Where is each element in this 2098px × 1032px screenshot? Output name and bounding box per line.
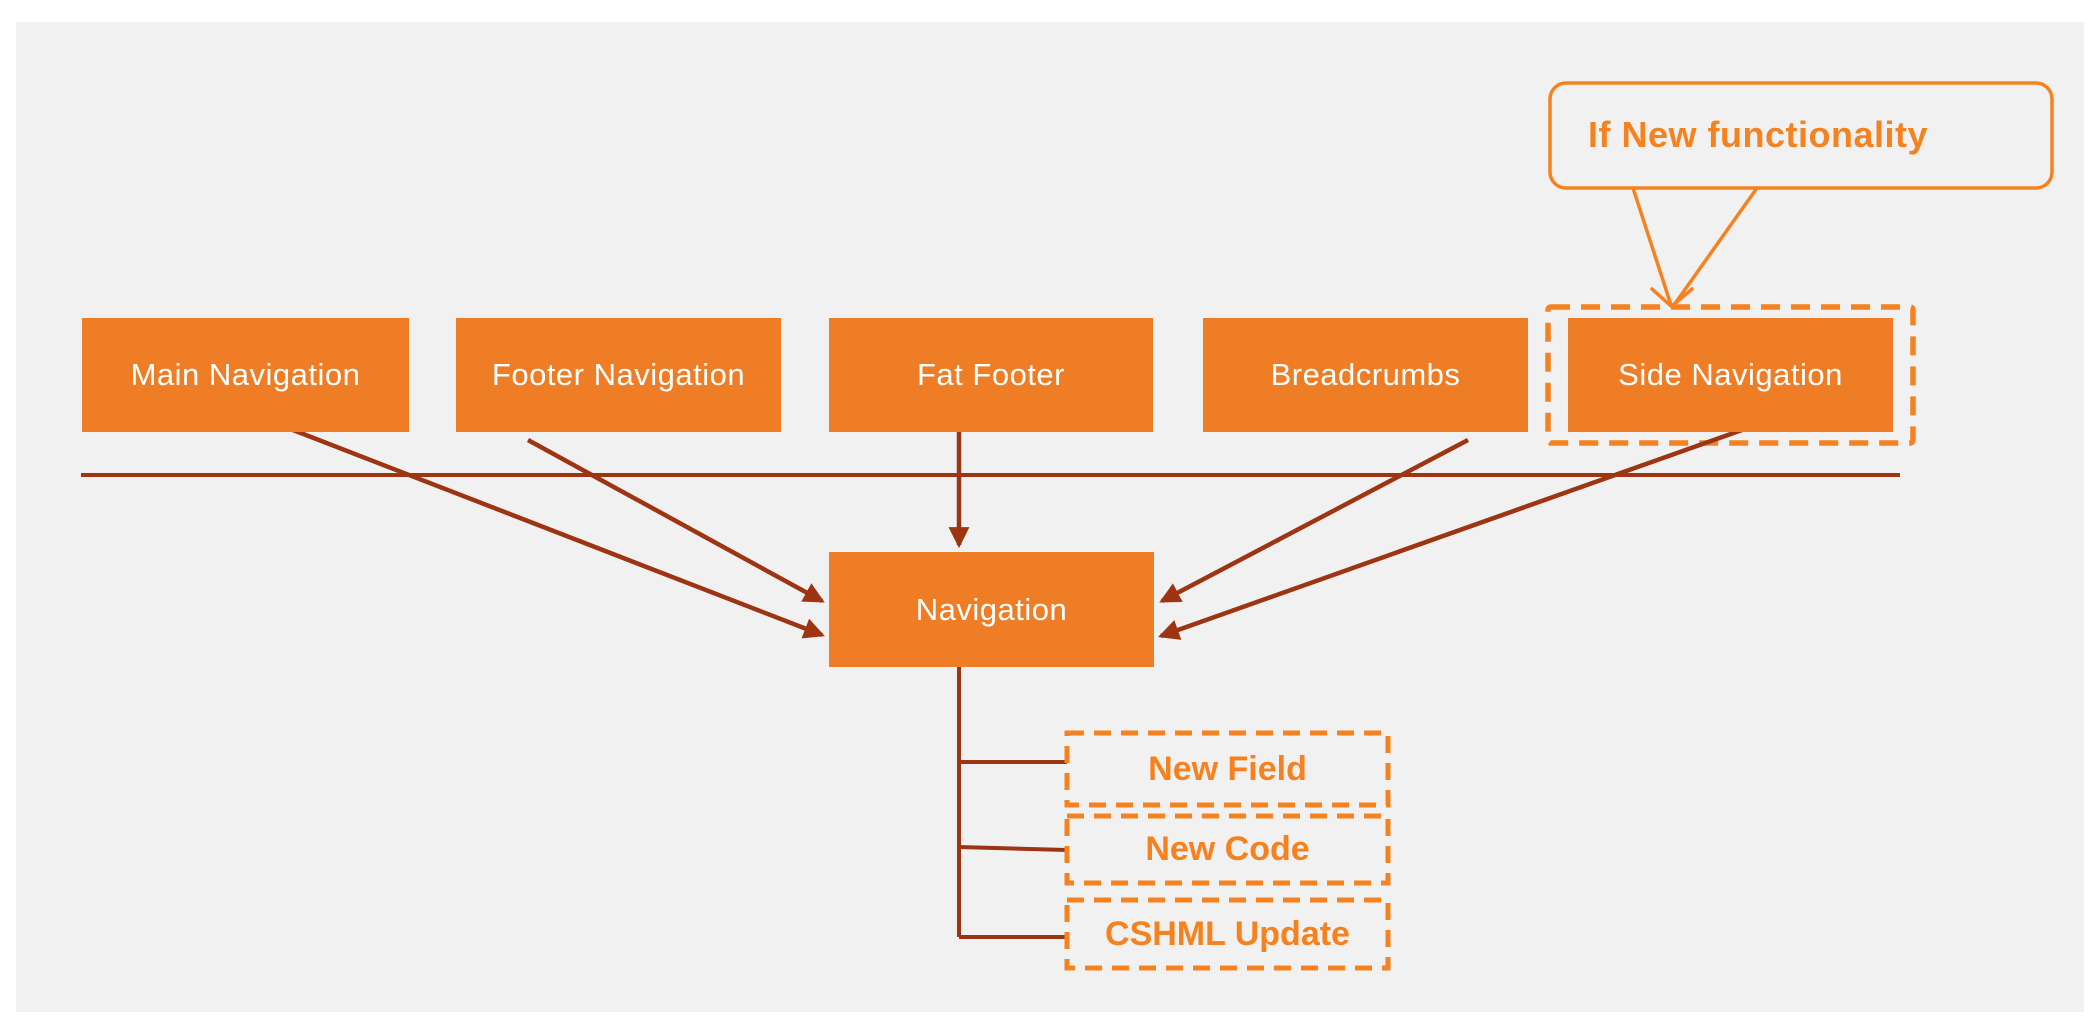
- box-footer-navigation[interactable]: Footer Navigation: [456, 318, 781, 432]
- connector-new-code: [958, 845, 1068, 852]
- box-side-navigation[interactable]: Side Navigation: [1568, 318, 1893, 432]
- child-new-code[interactable]: New Code: [1145, 830, 1310, 868]
- callout-tail: [1631, 186, 1759, 308]
- new-field-dashed-outline[interactable]: [1064, 730, 1391, 808]
- box-label: Navigation: [915, 591, 1068, 627]
- child-new-field[interactable]: New Field: [1148, 749, 1307, 788]
- box-navigation[interactable]: Navigation: [829, 552, 1154, 667]
- callout-text: If New functionality: [1588, 113, 1929, 155]
- arrow-breadcrumbs: [1159, 438, 1470, 603]
- arrow-main-navigation: [292, 427, 825, 639]
- side-navigation-dashed-outline[interactable]: [1545, 304, 1916, 446]
- arrow-side-navigation: [1158, 427, 1743, 640]
- callout-bubble-outline[interactable]: [1548, 81, 2054, 190]
- cshml-update-dashed-outline[interactable]: [1064, 897, 1391, 971]
- new-code-dashed-outline[interactable]: [1064, 813, 1391, 886]
- box-fat-footer[interactable]: Fat Footer: [829, 318, 1153, 432]
- box-label: Footer Navigation: [491, 357, 746, 392]
- arrow-footer-navigation: [526, 438, 825, 603]
- box-label: Main Navigation: [130, 357, 361, 392]
- box-label: Breadcrumbs: [1270, 357, 1461, 392]
- box-breadcrumbs[interactable]: Breadcrumbs: [1203, 318, 1528, 432]
- box-main-navigation[interactable]: Main Navigation: [82, 318, 409, 432]
- box-label: Fat Footer: [917, 357, 1065, 392]
- child-cshml-update[interactable]: CSHML Update: [1105, 914, 1350, 953]
- box-label: Side Navigation: [1618, 357, 1843, 392]
